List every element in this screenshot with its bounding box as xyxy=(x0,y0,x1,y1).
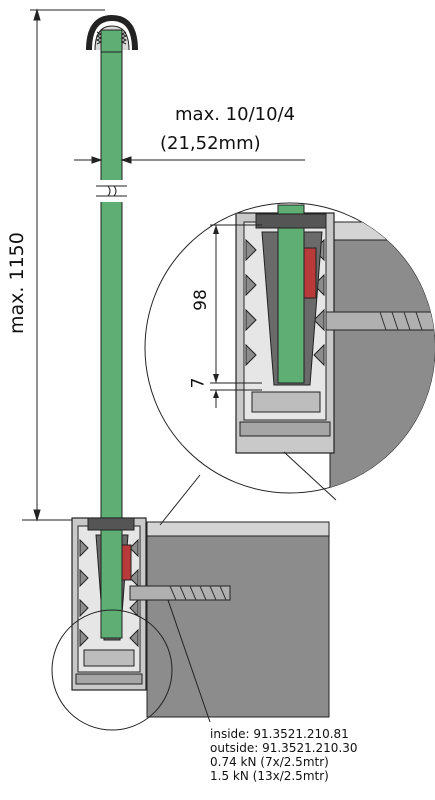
height-label: max. 1150 xyxy=(0,232,36,344)
width-dimension xyxy=(74,156,305,164)
spec-inside: inside: 91.3521.210.81 xyxy=(210,727,349,741)
detail-bottom-text: 7 xyxy=(188,377,209,389)
top-cap xyxy=(86,14,138,53)
detail-depth-text: 98 xyxy=(190,289,211,311)
glass-thickness-mm-label: (21,52mm) xyxy=(160,133,261,154)
spec-outside: outside: 91.3521.210.30 xyxy=(210,741,358,755)
glass-thickness-label: max. 10/10/4 xyxy=(175,104,296,125)
spec-load-2: 1.5 kN (13x/2.5mtr) xyxy=(210,769,329,783)
detail-view xyxy=(144,202,435,526)
spec-leader-line xyxy=(167,599,211,723)
detail-bottom-label: 7 xyxy=(188,373,208,393)
spec-load-1: 0.74 kN (7x/2.5mtr) xyxy=(210,755,329,769)
height-dimension xyxy=(22,8,105,522)
base-profile xyxy=(51,517,330,731)
detail-depth-label: 98 xyxy=(190,289,212,311)
height-label-text: max. 1150 xyxy=(6,232,28,334)
